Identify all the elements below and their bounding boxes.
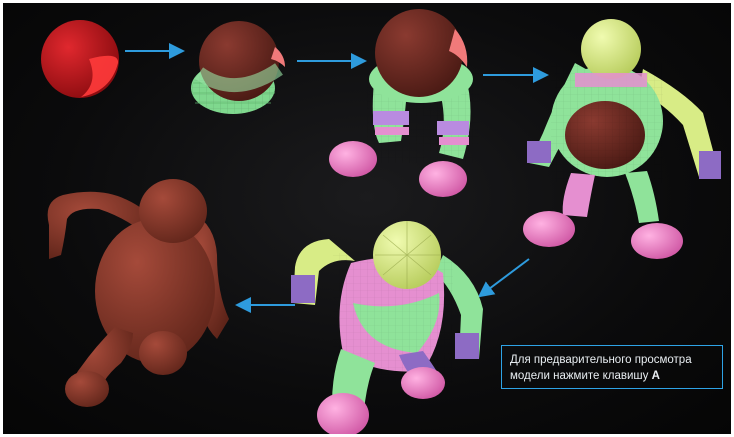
stage5-posed-mesh [291, 221, 483, 434]
stage3-legs [329, 9, 479, 197]
arrow-down-left-icon [481, 259, 529, 295]
hint-caption: Для предварительного просмотра модели на… [501, 345, 723, 389]
render-canvas: Для предварительного просмотра модели на… [3, 3, 731, 434]
stage1-sphere [41, 20, 119, 98]
stage2-head-trunk [191, 21, 285, 114]
hotkey-label: A [652, 370, 660, 382]
hint-line-1: Для предварительного просмотра [510, 352, 714, 368]
stage6-final-sculpt [48, 179, 229, 407]
stage4-full-mesh [523, 19, 721, 259]
hint-line-2-text: модели нажмите клавишу [510, 370, 648, 382]
hint-line-2: модели нажмите клавишу A [510, 368, 714, 384]
